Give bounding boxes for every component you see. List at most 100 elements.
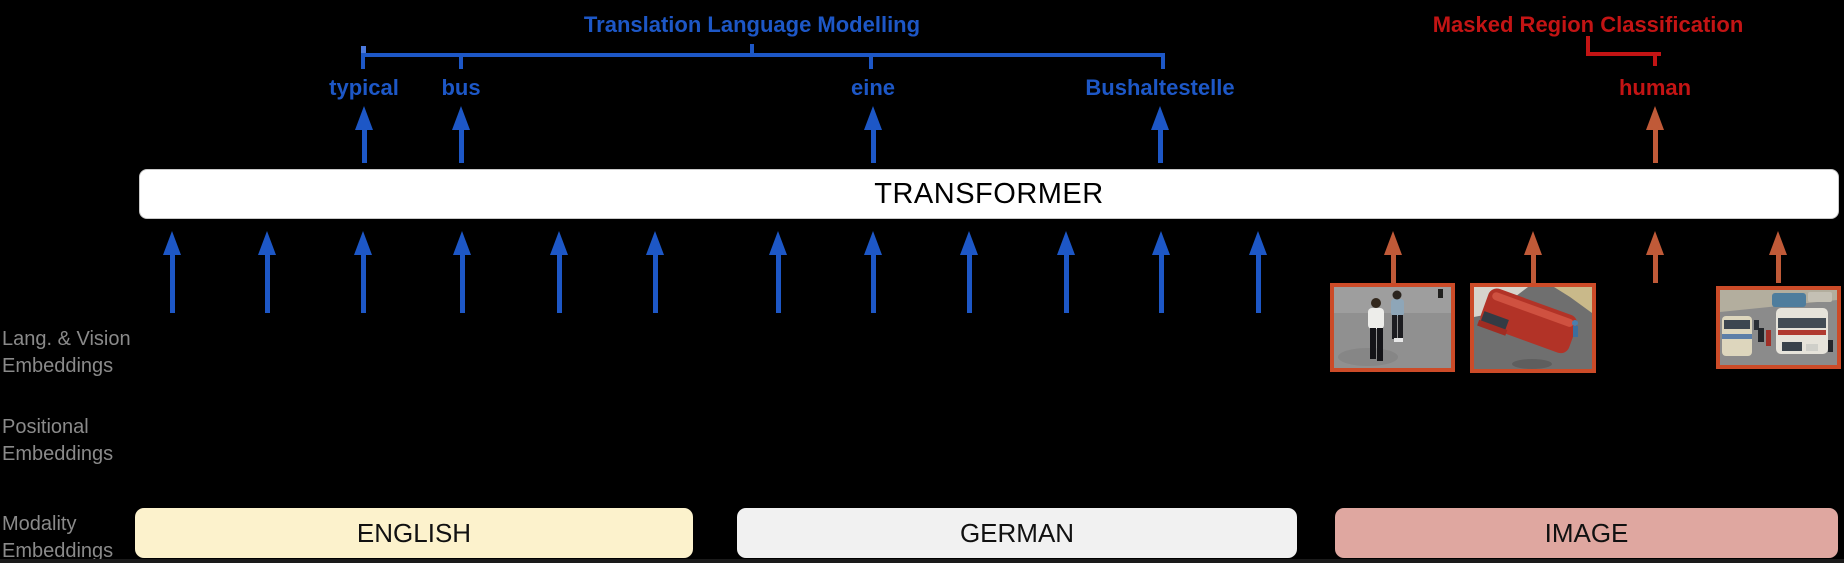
arrow-shaft: [966, 250, 972, 313]
arrow-head-icon: [960, 231, 978, 255]
arrow-head-icon: [1152, 231, 1170, 255]
people-standing-illustration: [1334, 287, 1451, 368]
tlm-bracket-left-stub: [361, 46, 366, 53]
arrow-shaft: [556, 250, 562, 313]
row-label-line: Positional: [2, 416, 89, 438]
arrow-shaft: [1157, 125, 1163, 163]
text-input-arrow: [550, 231, 568, 313]
predicted-token-label: typical: [329, 75, 399, 100]
arrow-head-icon: [355, 106, 373, 130]
arrow-head-icon: [864, 106, 882, 130]
mrc-bracket-line: [1586, 52, 1661, 56]
arrow-shaft: [1255, 250, 1261, 313]
arrow-shaft: [1530, 250, 1536, 283]
predicted-token-label: eine: [850, 75, 896, 100]
arrow-shaft: [1063, 250, 1069, 313]
tlm-bracket-tick: [869, 53, 873, 69]
text-input-arrow: [354, 231, 372, 313]
arrow-head-icon: [1769, 231, 1787, 255]
row-label-line: Embeddings: [2, 540, 114, 562]
text-input-arrow: [646, 231, 664, 313]
text-input-arrow: [258, 231, 276, 313]
text-input-arrow: [1057, 231, 1075, 313]
modality-bar-english: ENGLISH: [135, 508, 693, 558]
output-prediction-arrow: [1151, 106, 1169, 163]
arrow-head-icon: [1646, 106, 1664, 130]
mrc-bracket-tick: [1653, 52, 1657, 66]
arrow-head-icon: [1524, 231, 1542, 255]
arrow-shaft: [870, 125, 876, 163]
transformer-bar: TRANSFORMER: [139, 169, 1839, 219]
image-input-arrow: [1384, 231, 1402, 283]
row-label-line: Embeddings: [2, 355, 114, 377]
arrow-shaft: [459, 250, 465, 313]
row-label-line: Embeddings: [2, 443, 114, 465]
row-label-line: Lang. & Vision: [2, 328, 131, 350]
arrow-head-icon: [1151, 106, 1169, 130]
red-bus-illustration: [1474, 287, 1592, 369]
arrow-shaft: [458, 125, 464, 163]
image-region-people-photo: [1330, 283, 1455, 372]
arrow-shaft: [1652, 125, 1658, 163]
tlm-bracket-stem: [750, 44, 754, 57]
arrow-shaft: [361, 125, 367, 163]
arrow-shaft: [1775, 250, 1781, 283]
text-input-arrow: [1152, 231, 1170, 313]
output-prediction-arrow: [1646, 106, 1664, 163]
arrow-head-icon: [1249, 231, 1267, 255]
output-prediction-arrow: [452, 106, 470, 163]
predicted-token-label: bus: [441, 75, 481, 100]
arrow-shaft: [169, 250, 175, 313]
arrow-head-icon: [258, 231, 276, 255]
text-input-arrow: [960, 231, 978, 313]
page-edge-strip: [0, 559, 1844, 563]
arrow-head-icon: [354, 231, 372, 255]
predicted-token-label: Bushaltestelle: [1085, 75, 1235, 100]
image-region-bus-station-photo: [1716, 286, 1841, 369]
arrow-head-icon: [452, 106, 470, 130]
arrow-shaft: [1390, 250, 1396, 283]
arrow-head-icon: [1057, 231, 1075, 255]
text-input-arrow: [453, 231, 471, 313]
tlm-bracket-tick: [361, 53, 365, 69]
arrow-head-icon: [864, 231, 882, 255]
output-prediction-arrow: [355, 106, 373, 163]
tlm-bracket-line: [361, 53, 1165, 57]
modality-bar-image: IMAGE: [1335, 508, 1838, 558]
tlm-bracket-tick: [1161, 53, 1165, 69]
arrow-head-icon: [646, 231, 664, 255]
bus-station-illustration: [1720, 290, 1837, 365]
image-input-arrow: [1769, 231, 1787, 283]
mrc-bracket-stem: [1586, 36, 1590, 56]
tlm-objective-title: Translation Language Modelling: [583, 12, 921, 37]
modality-bar-german: GERMAN: [737, 508, 1297, 558]
arrow-shaft: [652, 250, 658, 313]
predicted-token-label: human: [1618, 75, 1692, 100]
image-region-red-bus-photo: [1470, 283, 1596, 373]
arrow-shaft: [870, 250, 876, 313]
mrc-objective-title: Masked Region Classification: [1432, 12, 1744, 37]
arrow-shaft: [1652, 250, 1658, 283]
arrow-head-icon: [1646, 231, 1664, 255]
output-prediction-arrow: [864, 106, 882, 163]
arrow-head-icon: [769, 231, 787, 255]
text-input-arrow: [1249, 231, 1267, 313]
text-input-arrow: [163, 231, 181, 313]
tlm-bracket-tick: [459, 53, 463, 69]
arrow-shaft: [1158, 250, 1164, 313]
row-label-line: Modality: [2, 513, 77, 535]
image-input-arrow: [1646, 231, 1664, 283]
arrow-head-icon: [550, 231, 568, 255]
text-input-arrow: [769, 231, 787, 313]
arrow-head-icon: [453, 231, 471, 255]
arrow-shaft: [264, 250, 270, 313]
text-input-arrow: [864, 231, 882, 313]
arrow-shaft: [775, 250, 781, 313]
arrow-head-icon: [1384, 231, 1402, 255]
arrow-head-icon: [163, 231, 181, 255]
image-input-arrow: [1524, 231, 1542, 283]
